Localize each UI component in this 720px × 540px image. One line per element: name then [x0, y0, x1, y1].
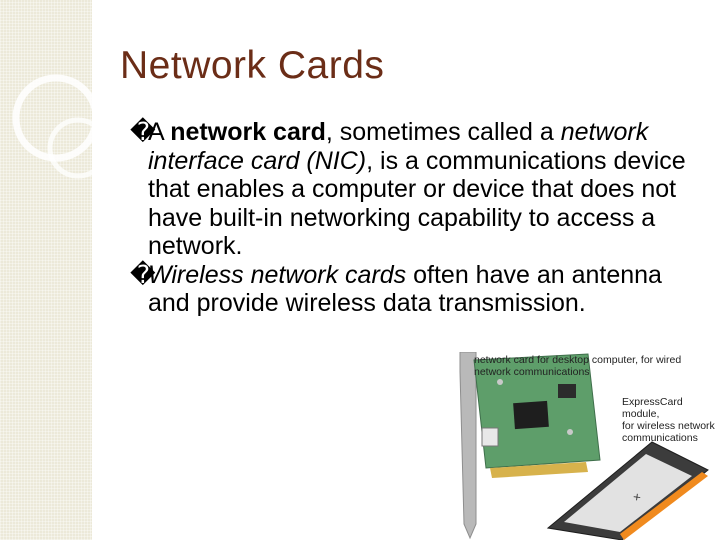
term-network-card: network card	[170, 118, 326, 146]
label-expresscard: ExpressCard module, for wireless network…	[622, 396, 720, 444]
decorative-rings	[12, 74, 92, 179]
p1-text-e: , is a communications device that enable…	[148, 146, 686, 261]
bullet-marker: �	[130, 260, 156, 289]
bullet-paragraph-2: �Wireless network cards often have an an…	[130, 261, 690, 318]
network-cards-figure: ✕ network card for desktop computer, for…	[350, 352, 720, 540]
p1-text-c: , sometimes called a	[325, 118, 561, 146]
slide-title: Network Cards	[120, 44, 385, 87]
slide-body: �A network card, sometimes called a netw…	[130, 118, 690, 318]
p2-text-b: often have an antenna and provide wirele…	[148, 260, 662, 318]
term-nic: network interface card (NIC)	[148, 118, 649, 175]
label-express-line2: for wireless network	[622, 420, 715, 432]
decorative-sidebar	[0, 0, 92, 540]
label-pci-line2: network communications	[474, 366, 590, 378]
label-express-line1: ExpressCard module,	[622, 396, 683, 420]
label-express-line3: communications	[622, 432, 698, 444]
label-pci-line1: network card for desktop computer, for w…	[474, 354, 682, 366]
bullet-marker: �	[130, 118, 156, 146]
label-pci-card: network card for desktop computer, for w…	[474, 354, 681, 378]
network-card-illustration: ✕	[350, 352, 720, 540]
term-wireless-cards: Wireless network cards	[148, 260, 407, 289]
bullet-paragraph-1: �A network card, sometimes called a netw…	[130, 118, 690, 261]
p1-text-a: A	[148, 118, 171, 146]
